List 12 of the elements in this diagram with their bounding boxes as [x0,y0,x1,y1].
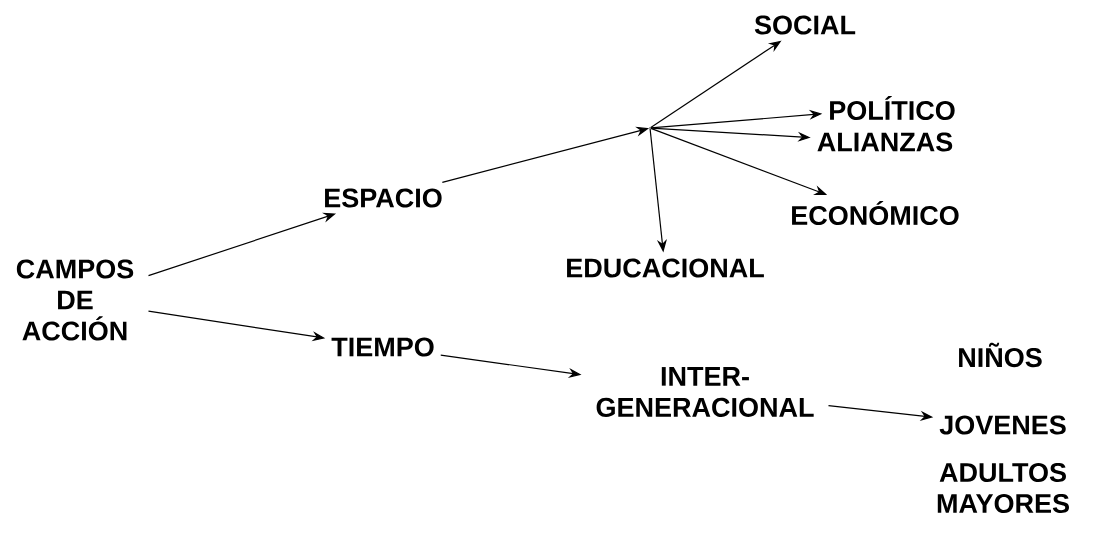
node-label: ECONÓMICO [792,200,959,226]
node-label: ADULTOS MAYORES [937,462,1069,514]
node-label: TIEMPO [331,337,434,357]
node-label: POLÍTICO [830,95,955,121]
node-label: JOVENES [939,415,1066,435]
node-label: SOCIAL [754,15,856,35]
node-label: INTER- GENERACIONAL [596,367,814,417]
node-label: EDUCACIONAL [567,258,764,278]
node-label: ESPACIO [325,188,442,208]
node-label: ALIANZAS [817,132,953,152]
node-label: CAMPOS DE ACCIÓN [16,259,134,341]
node-label: NIÑOS [959,342,1042,368]
